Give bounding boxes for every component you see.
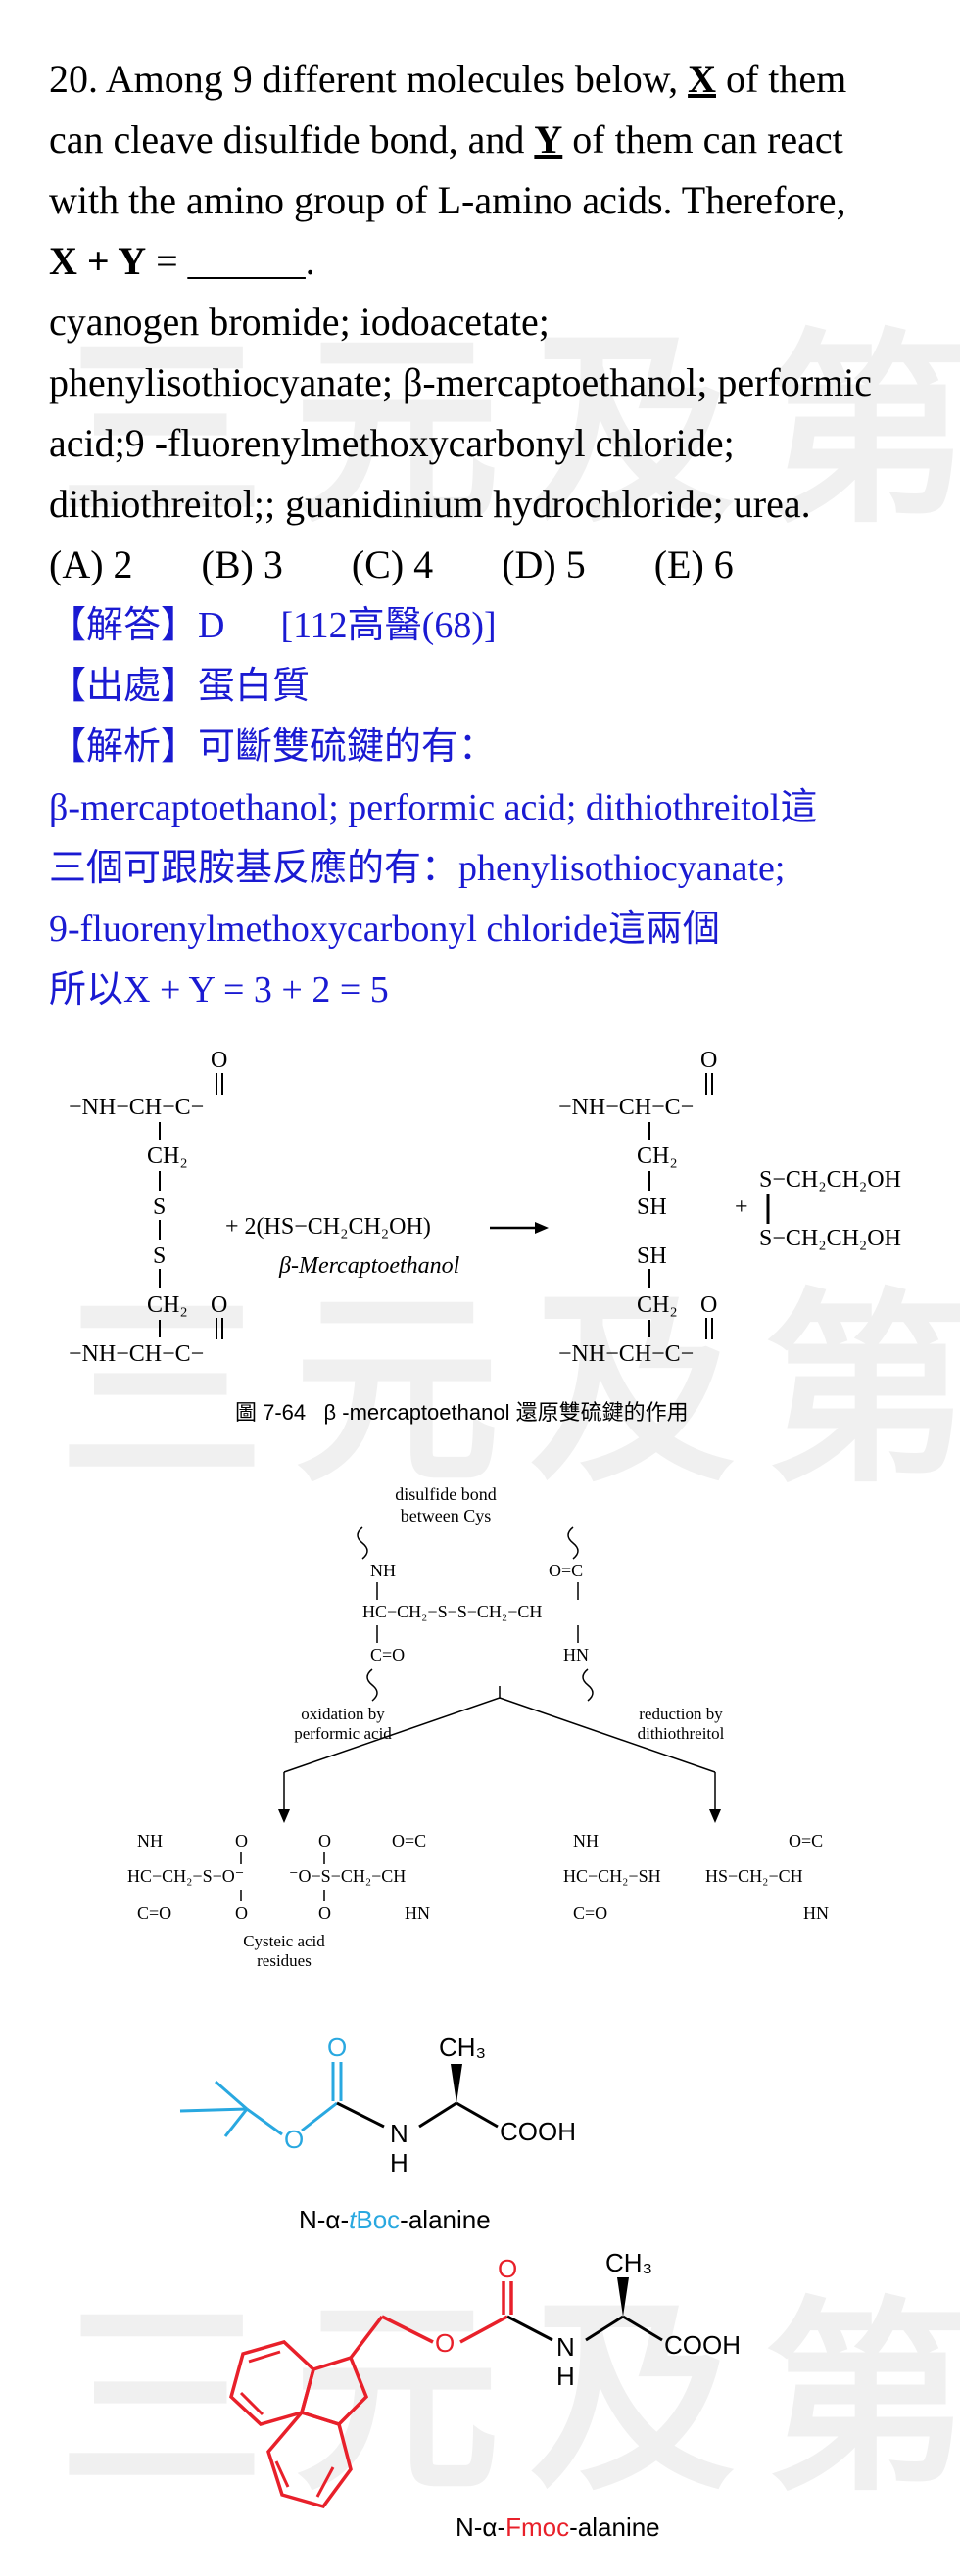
fmoc-n: N [556, 2332, 575, 2362]
backbone-right-top: −NH−CH−C− [558, 1095, 694, 1120]
carbonyl-o: O [700, 1048, 717, 1073]
analysis-line-7: 所以X + Y = 3 + 2 = 5 [49, 969, 389, 1010]
ch2-text: CH₂ [637, 1292, 678, 1318]
svg-text:C=O: C=O [137, 1903, 171, 1923]
analysis-line-6: 9-fluorenylmethoxycarbonyl chloride這兩個 [49, 909, 720, 950]
question-line-1: 20. Among 9 different molecules below, X… [49, 57, 847, 101]
analysis-line: 【解析】可斷雙硫鍵的有： [49, 726, 497, 768]
figure-disulfide-cleavage: disulfide bond between Cys NH O=C HC−CH₂… [127, 1484, 829, 1970]
svg-text:O: O [318, 1903, 331, 1923]
backbone-left-bottom: −NH−CH−C− [69, 1341, 204, 1367]
svg-text:O: O [235, 1903, 248, 1923]
svg-text:NH: NH [137, 1831, 163, 1850]
svg-text:O: O [498, 2254, 517, 2283]
fig2-title-1: disulfide bond [395, 1484, 497, 1504]
fmoc-ch3: CH₃ [605, 2252, 652, 2277]
option-d: (D) 5 [502, 542, 586, 586]
svg-text:O: O [284, 2125, 304, 2154]
sulfur-text: S [153, 1243, 166, 1269]
ch2-text: CH₂ [637, 1144, 678, 1169]
svg-text:NH: NH [573, 1831, 599, 1850]
carbonyl-o: O [211, 1292, 227, 1318]
option-c: (C) 4 [351, 542, 434, 586]
svg-text:O: O [235, 1831, 248, 1850]
figure-fmoc-alanine: O O N H CH₃ COOH N-α-Fmoc-alanine [229, 2252, 741, 2542]
fig2-ox-left-chain: HC−CH₂−S−O⁻ [127, 1866, 244, 1886]
boc-n: N [390, 2119, 408, 2148]
boc-label: N-α-tBoc-alanine [299, 2205, 491, 2234]
figure-mercaptoethanol: −NH−CH−C− O CH₂ S S CH₂ O −NH−CH−C− + 2(… [69, 1048, 901, 1425]
answer-line: 【解答】D [112高醫(68)] [49, 605, 497, 646]
backbone-left-top: −NH−CH−C− [69, 1095, 204, 1120]
carbonyl-o: O [700, 1292, 717, 1318]
analysis-line-5: 三個可跟胺基反應的有：phenylisothiocyanate; [49, 848, 786, 889]
question-line-4: X + Y = ______. [49, 239, 315, 283]
fmoc-cooh: COOH [664, 2330, 741, 2360]
product-top: S−CH₂CH₂OH [759, 1167, 901, 1193]
answer-block: 【解答】D [112高醫(68)] 【出處】蛋白質 【解析】可斷雙硫鍵的有： β… [49, 595, 931, 1020]
question-line-6: phenylisothiocyanate; β-mercaptoethanol;… [49, 360, 873, 404]
question-line-2: can cleave disulfide bond, and Y of them… [49, 117, 843, 162]
fig2-ox-right-chain: ⁻O−S−CH₂−CH [289, 1866, 406, 1886]
fmoc-h: H [556, 2362, 575, 2391]
fig2-cysteic-2: residues [257, 1951, 312, 1970]
fig2-red-left-chain: HC−CH₂−SH [563, 1866, 661, 1886]
fig2-red-label-2: dithiothreitol [638, 1724, 725, 1743]
watermark-2: 三元及第 [59, 1271, 960, 1511]
source-line: 【出處】蛋白質 [49, 666, 311, 707]
sh-text: SH [637, 1243, 667, 1269]
answer-options: (A) 2 (B) 3 (C) 4 (D) 5 (E) 6 [49, 535, 931, 595]
figure-boc-alanine: O O N H CH₃ COOH N-α-tBoc-alanine [179, 2033, 576, 2234]
svg-text:O=C: O=C [789, 1831, 823, 1850]
question-block: 20. Among 9 different molecules below, X… [49, 49, 931, 595]
figure1-caption: 圖 7-64 β -mercaptoethanol 還原雙硫鍵的作用 [235, 1400, 689, 1425]
fig2-red-label-1: reduction by [639, 1705, 723, 1723]
watermark-1: 三元及第 [59, 311, 960, 551]
ch2-text: CH₂ [147, 1292, 188, 1318]
analysis-line-4: β-mercaptoethanol; performic acid; dithi… [49, 787, 818, 828]
svg-text:C=O: C=O [370, 1645, 405, 1664]
fmoc-label: N-α-Fmoc-alanine [456, 2512, 660, 2542]
svg-text:HN: HN [803, 1903, 829, 1923]
backbone-right-bottom: −NH−CH−C− [558, 1341, 694, 1367]
sh-text: SH [637, 1194, 667, 1220]
question-line-3: with the amino group of L-amino acids. T… [49, 178, 846, 222]
option-a: (A) 2 [49, 542, 133, 586]
fig2-red-right-chain: HS−CH₂−CH [705, 1866, 803, 1886]
question-line-8: dithiothreitol;; guanidinium hydrochlori… [49, 482, 811, 526]
watermark-3: 三元及第 [59, 2279, 960, 2519]
carbonyl-o: O [211, 1048, 227, 1073]
boc-cooh: COOH [500, 2117, 576, 2146]
product-bottom: S−CH₂CH₂OH [759, 1226, 901, 1251]
svg-text:O: O [318, 1831, 331, 1850]
svg-text:O=C: O=C [392, 1831, 426, 1850]
fig2-ox-label-1: oxidation by [301, 1705, 385, 1723]
plus-sign: + [735, 1194, 748, 1220]
svg-text:O: O [435, 2328, 455, 2358]
sulfur-text: S [153, 1194, 166, 1220]
svg-text:O: O [327, 2033, 347, 2062]
svg-text:HN: HN [405, 1903, 430, 1923]
svg-text:HN: HN [563, 1645, 589, 1664]
svg-text:O=C: O=C [549, 1561, 583, 1580]
option-b: (B) 3 [201, 542, 283, 586]
fig2-center-chain: HC−CH₂−S−S−CH₂−CH [362, 1602, 542, 1621]
fig2-title-2: between Cys [401, 1506, 491, 1525]
svg-text:NH: NH [370, 1561, 396, 1580]
reagent-name: β-Mercaptoethanol [278, 1253, 460, 1279]
question-line-7: acid;9 -fluorenylmethoxycarbonyl chlorid… [49, 421, 735, 465]
reagent-text: + 2(HS−CH₂CH₂OH) [225, 1214, 431, 1240]
svg-text:C=O: C=O [573, 1903, 607, 1923]
fig2-ox-label-2: performic acid [294, 1724, 392, 1743]
fig2-cysteic-1: Cysteic acid [243, 1932, 325, 1950]
ch2-text: CH₂ [147, 1144, 188, 1169]
boc-h: H [390, 2148, 408, 2178]
option-e: (E) 6 [653, 542, 734, 586]
question-line-5: cyanogen bromide; iodoacetate; [49, 300, 550, 344]
boc-ch3: CH₃ [439, 2033, 486, 2062]
